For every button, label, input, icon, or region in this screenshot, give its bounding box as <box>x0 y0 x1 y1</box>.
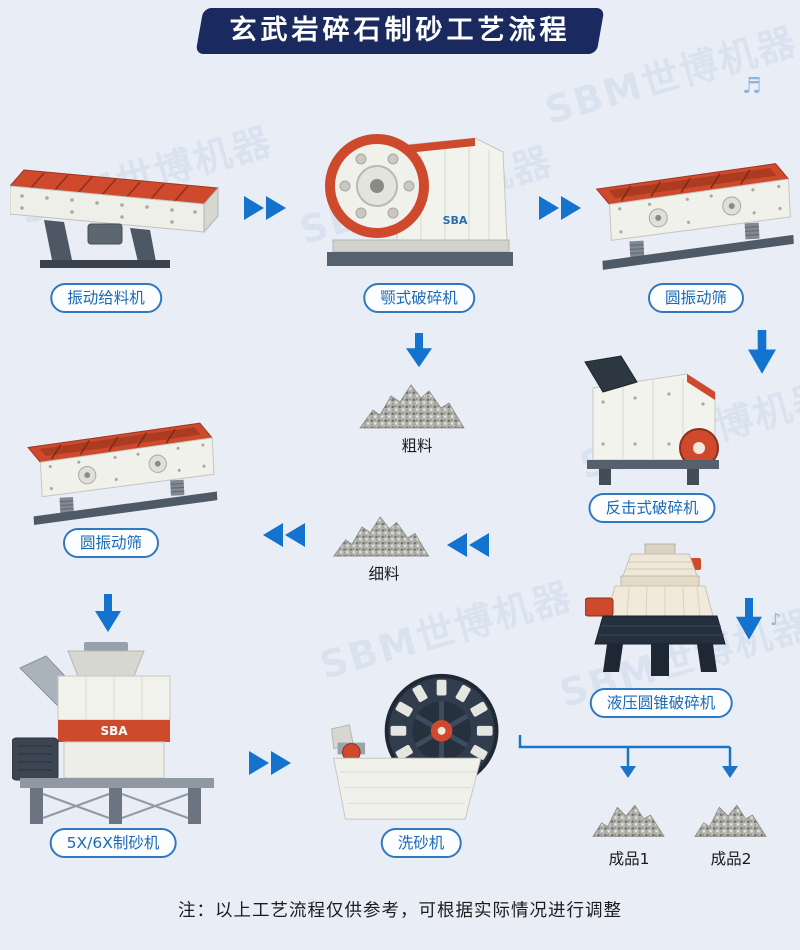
sand-maker-image: SBA <box>12 642 214 824</box>
label-impact-crusher: 反击式破碎机 <box>588 493 716 523</box>
label-screen-top: 圆振动筛 <box>647 283 745 313</box>
arrow-feeder-to-jaw <box>244 196 286 220</box>
label-feeder: 振动给料机 <box>50 283 162 313</box>
sand-washer-image <box>331 673 499 820</box>
label-fine-material: 细料 <box>368 565 400 583</box>
label-sand-maker: 5X/6X制砂机 <box>49 828 177 858</box>
cone-crusher-image <box>585 543 726 676</box>
page-title-banner: 玄武岩碎石制砂工艺流程 <box>195 8 605 54</box>
jaw-crusher-image: SBA <box>325 134 513 266</box>
coarse-material-pile-image <box>359 384 465 429</box>
music-note-icon: ♬ <box>742 74 762 99</box>
label-screen-left: 圆振动筛 <box>62 528 160 558</box>
arrow-fine-to-screen <box>263 523 305 547</box>
label-product2: 成品2 <box>710 850 752 868</box>
arrow-screen-to-sandmaker <box>95 594 121 632</box>
disclaimer-note: 注：以上工艺流程仅供参考，可根据实际情况进行调整 <box>178 901 622 921</box>
label-jaw-crusher: 颚式破碎机 <box>363 283 475 313</box>
circular-screen-left-image <box>27 422 218 526</box>
svg-text:SBA: SBA <box>443 214 468 227</box>
impact-crusher-image <box>584 355 719 485</box>
arrow-impact-to-cone <box>736 598 762 640</box>
page-title: 玄武岩碎石制砂工艺流程 <box>229 15 571 46</box>
label-coarse-material: 粗料 <box>401 437 433 455</box>
svg-text:SBA: SBA <box>100 724 128 738</box>
arrow-impact-to-fine <box>447 533 489 557</box>
connector-cone-to-products <box>518 735 738 778</box>
arrow-sandmaker-to-washer <box>249 751 291 775</box>
arrow-jaw-to-screen <box>539 196 581 220</box>
vibrating-feeder-image <box>10 169 220 268</box>
fine-material-pile-image <box>332 516 430 557</box>
arrow-jaw-to-coarse <box>406 333 432 368</box>
label-cone-crusher: 液压圆锥破碎机 <box>589 688 733 718</box>
product2-pile-image <box>694 804 767 837</box>
circular-screen-top-image <box>595 163 794 270</box>
product1-pile-image <box>592 804 665 837</box>
label-product1: 成品1 <box>608 850 650 868</box>
label-washer: 洗砂机 <box>380 828 462 858</box>
music-note-icon: ♪ <box>770 610 781 630</box>
arrow-screen-to-impact <box>748 330 776 374</box>
